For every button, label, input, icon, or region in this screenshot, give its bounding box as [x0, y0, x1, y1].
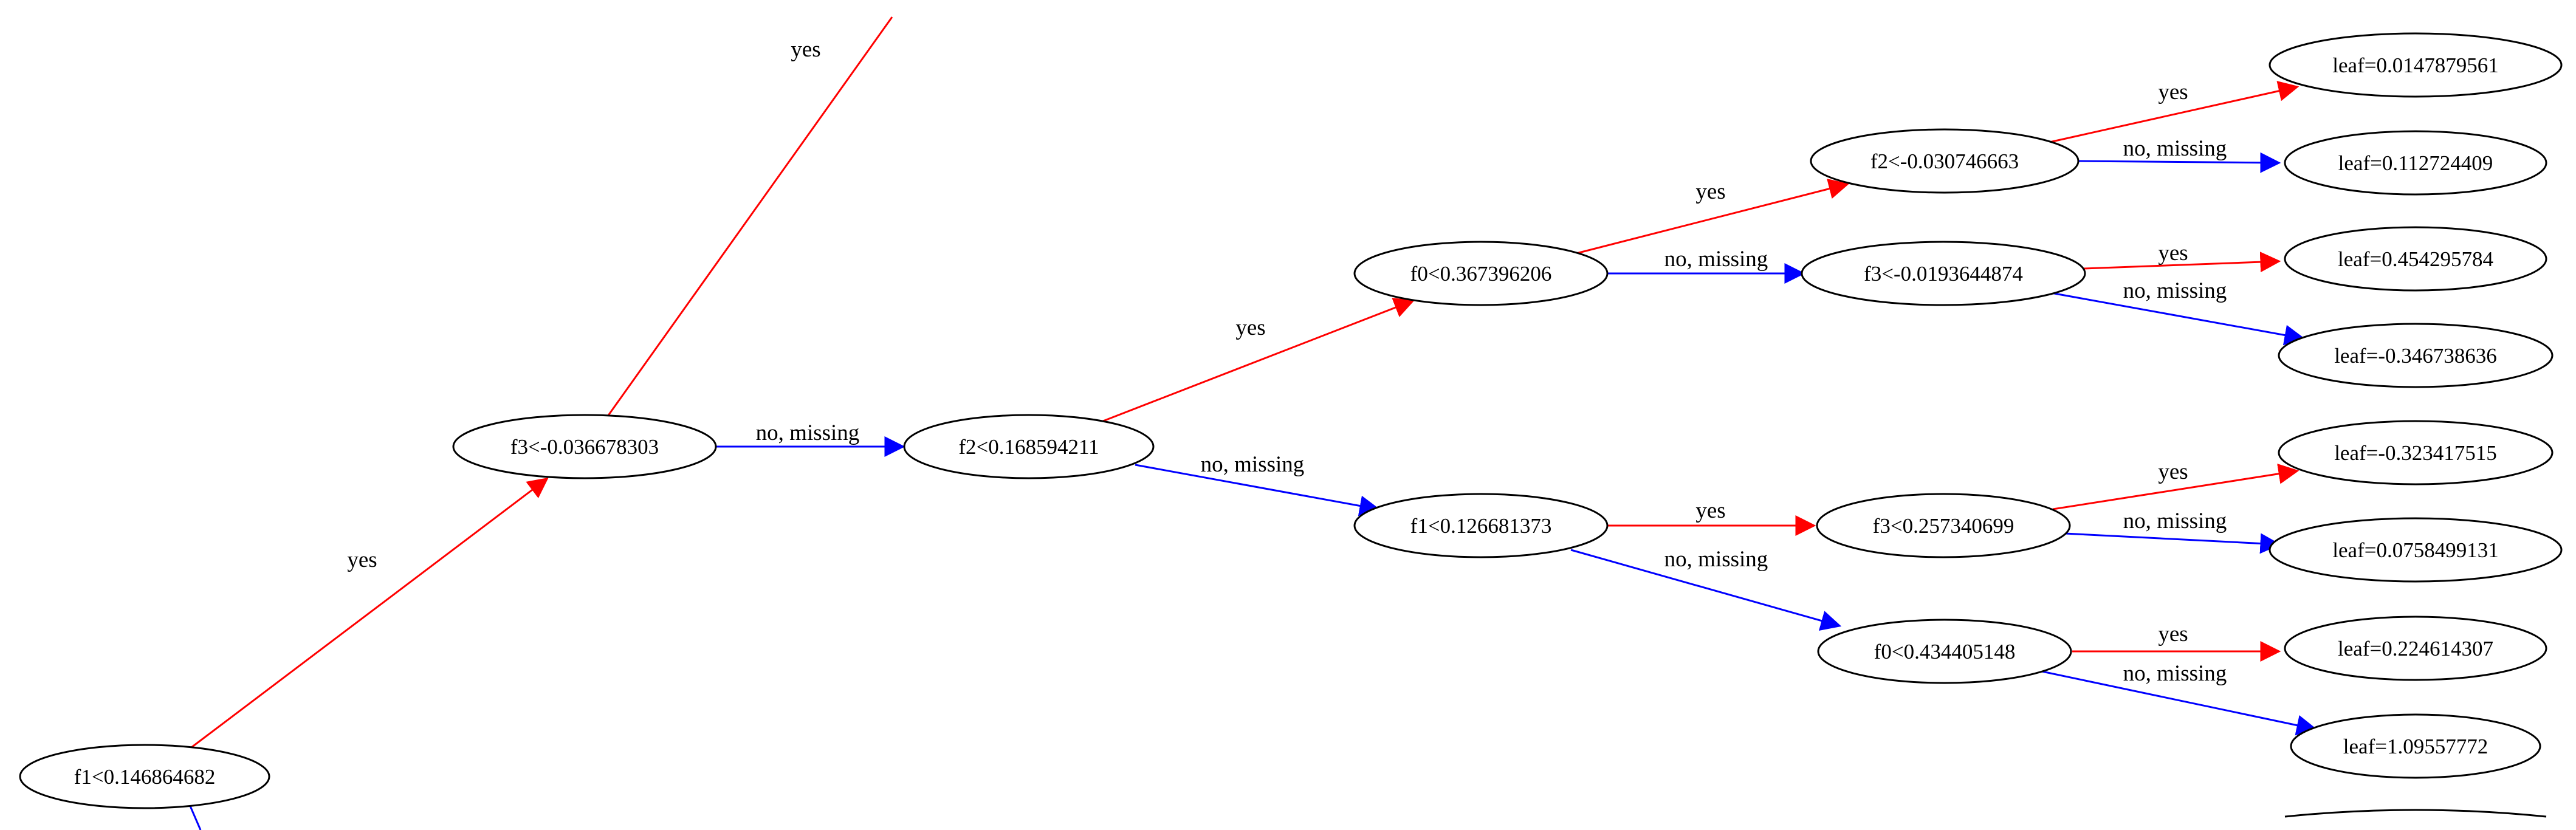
edge-label-f3a-no: no, missing [756, 420, 860, 445]
tree-leaf-6: leaf=0.0758499131 [2269, 517, 2563, 583]
leaf-label: leaf=-0.323417515 [2334, 441, 2497, 465]
node-label: f0<0.367396206 [1410, 262, 1552, 286]
edge-label-f2b-yes: yes [2158, 80, 2188, 105]
edge-f0a-yes [1573, 179, 1850, 255]
edge-f2a-yes [1102, 298, 1415, 422]
edge-label-f0a-no: no, missing [1664, 247, 1768, 272]
edge-f0b-no [2041, 670, 2318, 736]
tree-leaf-2: leaf=0.112724409 [2284, 130, 2547, 196]
tree-node-f0-split-upper: f0<0.367396206 [1353, 241, 1609, 306]
tree-node-f3-split: f3<-0.036678303 [452, 414, 717, 479]
node-label: f2<0.168594211 [958, 435, 1099, 459]
edge-label-f2b-no: no, missing [2123, 136, 2227, 161]
edge-f2b-yes [2046, 81, 2300, 144]
leaf-label: leaf=0.224614307 [2338, 637, 2493, 660]
tree-node-f3-split-lower: f3<0.257340699 [1816, 493, 2071, 558]
edge-f2a-no [1135, 464, 1381, 516]
node-label: f3<0.257340699 [1873, 514, 2014, 538]
edge-label-f0a-yes: yes [1695, 179, 1725, 204]
edge-label-f2a-no: no, missing [1201, 452, 1305, 477]
edge-label-f3a-yes: yes [791, 37, 820, 62]
edge-label-f3b-yes: yes [2158, 241, 2188, 266]
node-label: f1<0.126681373 [1410, 514, 1552, 538]
tree-node-f3-split-upper: f3<-0.0193644874 [1801, 241, 2086, 306]
tree-leaf-8: leaf=1.09557772 [2290, 713, 2541, 779]
tree-node-f1-split-lower: f1<0.126681373 [1353, 493, 1609, 558]
tree-leaf-4: leaf=-0.346738636 [2278, 323, 2554, 388]
node-label: f3<-0.0193644874 [1864, 262, 2023, 286]
node-label: f3<-0.036678303 [510, 435, 659, 459]
leaf-label: leaf=0.454295784 [2338, 247, 2493, 271]
tree-node-f2-split: f2<0.168594211 [903, 414, 1155, 479]
edge-f3a-yes [606, 16, 893, 417]
edge-f2b-no [2076, 152, 2281, 173]
tree-leaf-7: leaf=0.224614307 [2284, 616, 2547, 681]
edge-label-f3b-no: no, missing [2123, 278, 2227, 303]
node-label: f1<0.146864682 [74, 765, 216, 789]
edge-label-f0b-no: no, missing [2123, 661, 2227, 686]
edge-f3c-yes [2052, 463, 2300, 510]
edge-label-root-yes: yes [347, 547, 377, 572]
edge-label-f1b-no: no, missing [1664, 547, 1768, 572]
node-label: f0<0.434405148 [1874, 640, 2016, 664]
tree-leaf-3: leaf=0.454295784 [2284, 226, 2547, 292]
leaf-label: leaf=1.09557772 [2343, 735, 2488, 758]
tree-leaf-5: leaf=-0.323417515 [2278, 420, 2554, 485]
tree-leaf-1: leaf=0.0147879561 [2269, 32, 2563, 98]
edge-label-f3c-yes: yes [2158, 459, 2188, 484]
edge-root-yes [188, 477, 549, 750]
edge-f3b-no [2050, 292, 2306, 346]
edge-label-f3c-no: no, missing [2123, 509, 2227, 533]
tree-node-root: f1<0.146864682 [19, 744, 270, 809]
edge-label-f0b-yes: yes [2158, 622, 2188, 647]
edge-root-no [188, 803, 202, 830]
leaf-label: leaf=-0.346738636 [2334, 344, 2497, 368]
node-label: f2<-0.030746663 [1870, 149, 2019, 173]
tree-node-f0-split-lower: f0<0.434405148 [1817, 619, 2072, 684]
edge-f1b-no [1570, 549, 1842, 631]
tree-node-f2-split-upper: f2<-0.030746663 [1810, 128, 2080, 194]
leaf-label: leaf=0.112724409 [2338, 151, 2493, 175]
leaf-label: leaf=0.0147879561 [2332, 53, 2498, 77]
edge-label-f1b-yes: yes [1695, 498, 1725, 523]
edge-f3c-no [2064, 532, 2281, 554]
leaf-label: leaf=0.0758499131 [2332, 538, 2498, 562]
edge-f3b-yes [2083, 252, 2281, 273]
tree-node-cutoff-partial [2284, 809, 2547, 818]
edge-label-f2a-yes: yes [1235, 315, 1265, 340]
